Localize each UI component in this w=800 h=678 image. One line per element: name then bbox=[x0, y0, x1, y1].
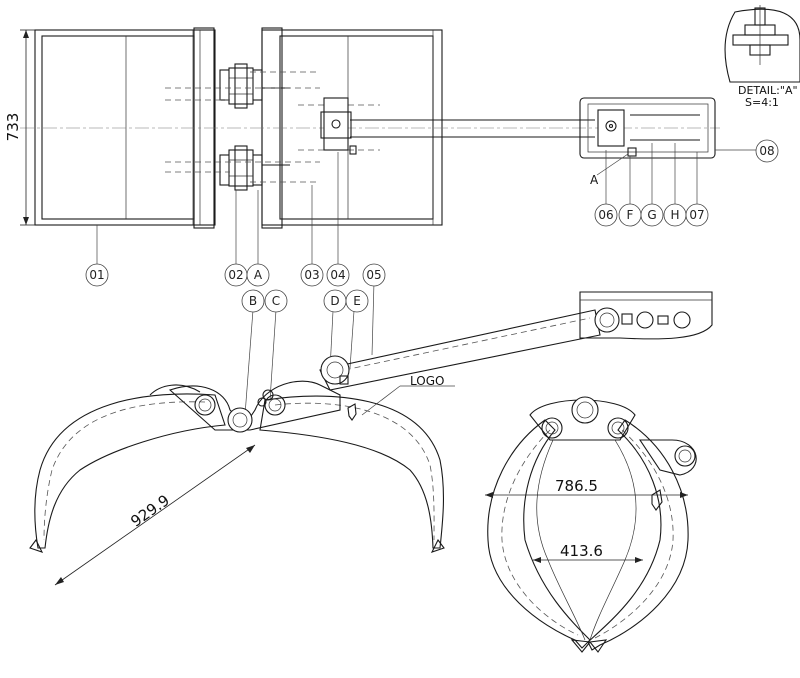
svg-text:D: D bbox=[330, 294, 339, 308]
hinge-top bbox=[219, 63, 263, 109]
callout-06: 06 bbox=[594, 203, 618, 227]
dimension-733-label: 733 bbox=[4, 113, 22, 142]
arm-side-view bbox=[319, 309, 601, 391]
callout-leaders bbox=[96, 143, 756, 416]
right-shell-outline bbox=[261, 29, 443, 226]
callout-H: H bbox=[663, 203, 687, 227]
hinge-bottom bbox=[219, 145, 263, 191]
svg-text:05: 05 bbox=[366, 268, 381, 282]
callout-02: 02 bbox=[224, 263, 248, 287]
section-marker-a: A bbox=[590, 173, 599, 187]
svg-text:07: 07 bbox=[689, 208, 704, 222]
dimension-929-9 bbox=[54, 444, 256, 586]
dimension-413-6 bbox=[533, 557, 643, 563]
callout-A: A bbox=[246, 263, 270, 287]
svg-text:C: C bbox=[272, 294, 280, 308]
callout-07: 07 bbox=[685, 203, 709, 227]
callout-03: 03 bbox=[300, 263, 324, 287]
svg-text:H: H bbox=[670, 208, 679, 222]
bracket-top-view bbox=[579, 97, 716, 159]
svg-text:02: 02 bbox=[228, 268, 243, 282]
arm-top-view bbox=[320, 97, 595, 155]
svg-text:E: E bbox=[353, 294, 361, 308]
svg-text:F: F bbox=[627, 208, 634, 222]
left-shell-inner bbox=[41, 35, 195, 220]
detail-a-title: DETAIL:"A" bbox=[738, 84, 798, 97]
detail-a-scale: S=4:1 bbox=[745, 96, 779, 109]
svg-text:G: G bbox=[647, 208, 656, 222]
svg-text:B: B bbox=[249, 294, 257, 308]
svg-text:A: A bbox=[254, 268, 263, 282]
svg-text:03: 03 bbox=[304, 268, 319, 282]
left-shell-outline bbox=[34, 29, 216, 226]
dimension-786-5-label: 786.5 bbox=[555, 477, 598, 495]
logo-label: LOGO bbox=[410, 374, 444, 388]
callout-D: D bbox=[323, 289, 347, 313]
callout-F: F bbox=[618, 203, 642, 227]
svg-text:06: 06 bbox=[598, 208, 613, 222]
front-view bbox=[485, 396, 697, 653]
dimension-786-5 bbox=[485, 492, 688, 498]
callout-04: 04 bbox=[326, 263, 350, 287]
svg-text:01: 01 bbox=[89, 268, 104, 282]
bracket-side-view bbox=[579, 291, 713, 340]
detail-a bbox=[724, 5, 800, 83]
callout-01: 01 bbox=[85, 263, 109, 287]
dimension-929-9-label: 929.9 bbox=[127, 491, 173, 530]
callout-08: 08 bbox=[755, 139, 779, 163]
callout-C: C bbox=[264, 289, 288, 313]
dimension-413-6-label: 413.6 bbox=[560, 542, 603, 560]
callout-G: G bbox=[640, 203, 664, 227]
callout-E: E bbox=[345, 289, 369, 313]
callout-B: B bbox=[241, 289, 265, 313]
dimension-733 bbox=[20, 29, 35, 226]
top-view: 733 bbox=[4, 27, 720, 229]
callout-05: 05 bbox=[362, 263, 386, 287]
side-view bbox=[29, 291, 713, 586]
svg-text:04: 04 bbox=[330, 268, 345, 282]
svg-text:08: 08 bbox=[759, 144, 774, 158]
